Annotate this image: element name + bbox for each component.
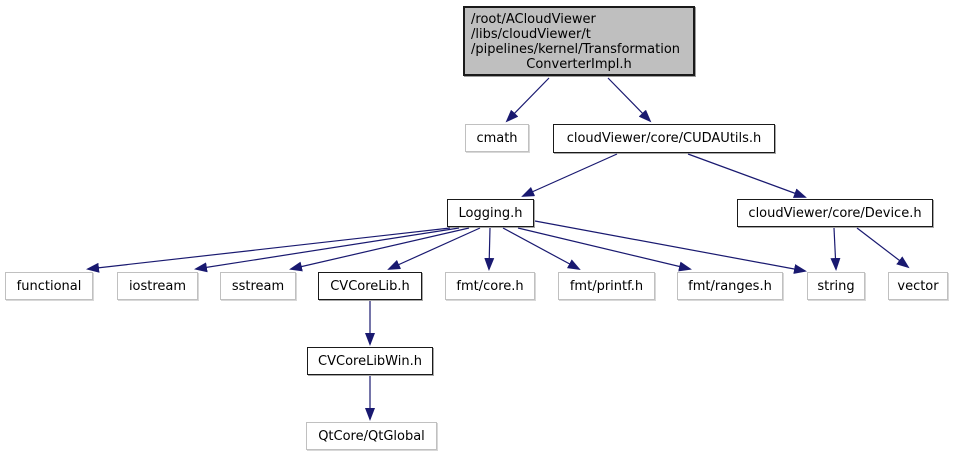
edge-device-to-vector [856,227,910,269]
node-fmt-printf-h: fmt/printf.h [558,272,655,300]
node-qtcore-qtglobal: QtCore/QtGlobal [306,422,437,450]
node-iostream: iostream [117,272,198,300]
edge-logging-to-fmtprintf [502,227,581,270]
edge-logging-to-string [534,220,807,274]
node-transformation-converter-impl-h: /root/ACloudViewer /libs/cloudViewer/t /… [463,6,695,76]
edge-logging-to-functional [86,227,451,273]
edge-logging-to-sstream [289,227,470,272]
node-vector: vector [888,272,948,300]
node-string: string [807,272,865,300]
edge-logging-to-cvcorelib [387,227,481,270]
edge-cudautils-to-device [687,153,807,198]
node-logging-h[interactable]: Logging.h [447,199,534,227]
node-device-h[interactable]: cloudViewer/core/Device.h [737,199,933,227]
node-sstream: sstream [220,272,296,300]
node-functional: functional [5,272,93,300]
edge-logging-to-fmtcore [484,227,495,271]
edge-logging-to-iostream [194,227,460,273]
edge-main-to-cmath [505,77,550,123]
node-fmt-core-h: fmt/core.h [445,272,535,300]
main-node-line: /pipelines/kernel/Transformation [471,42,681,57]
node-fmt-ranges-h: fmt/ranges.h [677,272,783,300]
edge-main-to-cudautils [607,77,652,123]
edge-device-to-string [830,227,841,271]
node-cvcorelib-h[interactable]: CVCoreLib.h [318,272,422,300]
node-cudautils-h[interactable]: cloudViewer/core/CUDAUtils.h [553,124,775,153]
main-node-line: /root/ACloudViewer [471,12,596,27]
edge-cudautils-to-logging [521,153,618,197]
main-node-line: ConverterImpl.h [526,57,632,72]
edge-logging-to-fmtranges [517,227,692,272]
main-node-line: /libs/cloudViewer/t [471,27,591,42]
node-cmath: cmath [465,124,529,152]
node-cvcorelibwin-h[interactable]: CVCoreLibWin.h [307,347,433,375]
